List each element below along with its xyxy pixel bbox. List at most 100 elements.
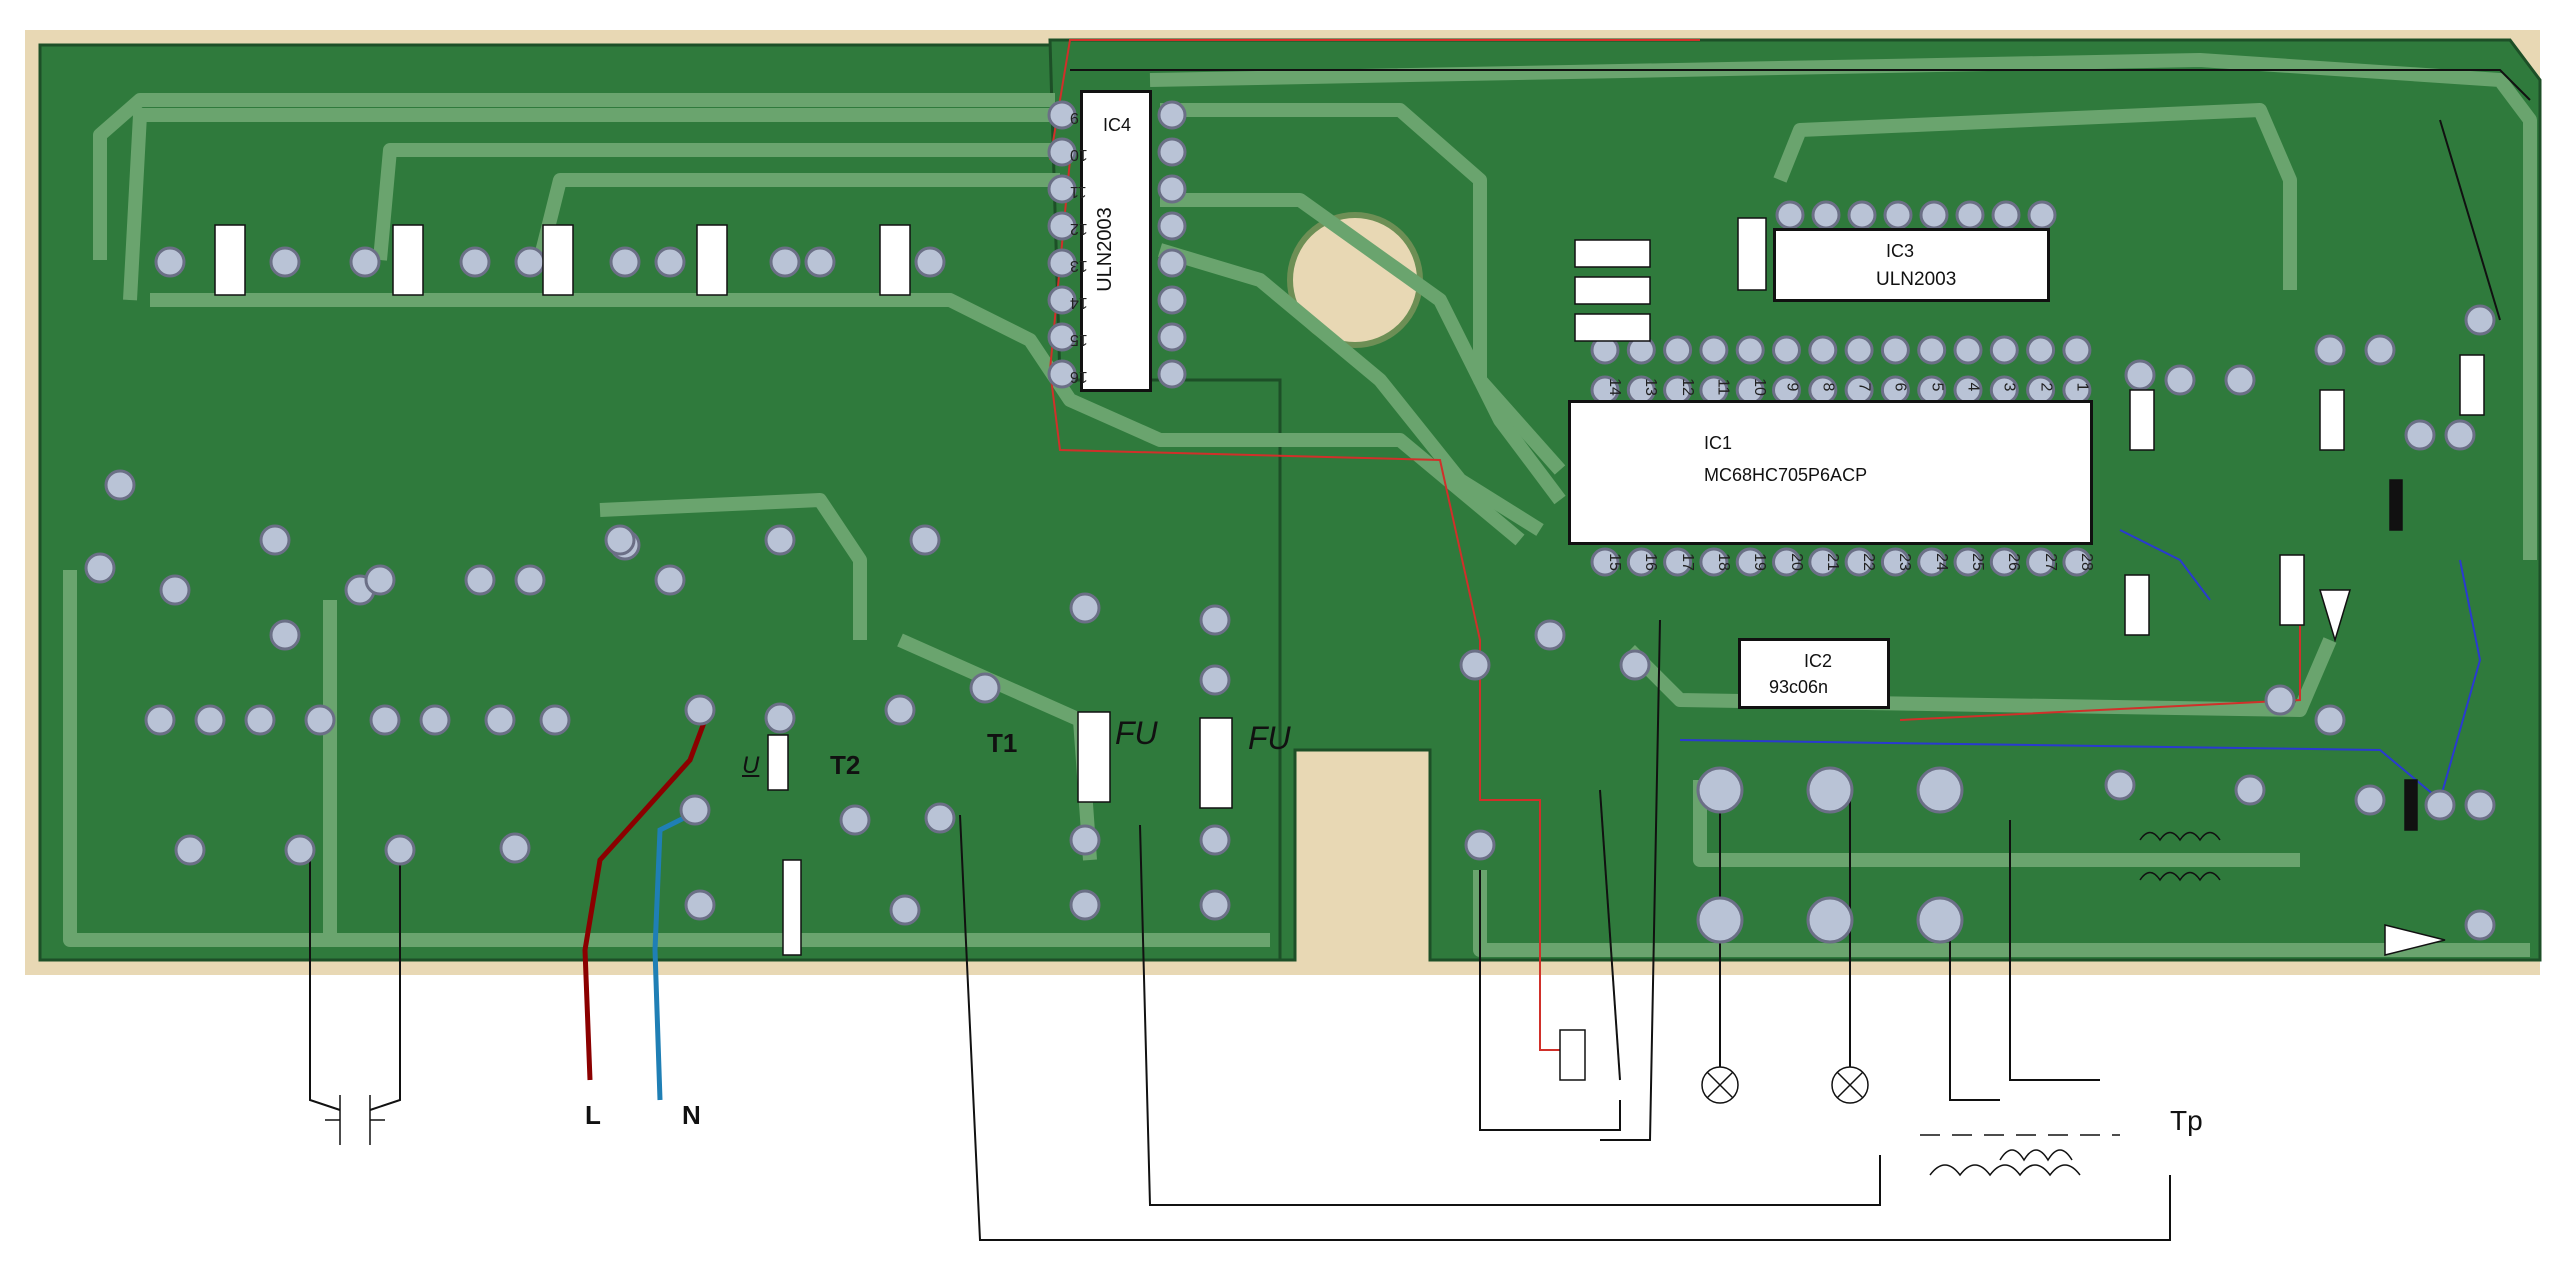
solder-pad	[769, 246, 801, 278]
resistor	[1574, 276, 1651, 305]
solder-pad	[2314, 704, 2346, 736]
solder-pad	[1199, 824, 1231, 856]
capacitor	[2389, 479, 2403, 531]
solder-pad	[839, 804, 871, 836]
solder-pad	[1626, 547, 1656, 577]
solder-pad	[269, 246, 301, 278]
solder-pad	[1811, 200, 1841, 230]
solder-pad	[1880, 335, 1910, 365]
ic2-chip: IC2 93c06n	[1738, 638, 1890, 709]
label-t2: T2	[830, 750, 861, 780]
solder-pad	[1955, 200, 1985, 230]
ic1-chip: IC1 MC68HC705P6ACP	[1568, 400, 2093, 545]
solder-pad	[1157, 322, 1187, 352]
solder-pad	[1880, 547, 1910, 577]
solder-pad	[2026, 547, 2056, 577]
solder-pad	[1699, 547, 1729, 577]
solder-pad	[1157, 211, 1187, 241]
neutral-wire	[652, 812, 692, 1101]
ic1-ref: IC1	[1704, 433, 1733, 453]
pin-number: 5	[1928, 382, 1946, 392]
solder-pad	[2364, 334, 2396, 366]
resistor	[2279, 554, 2305, 626]
solder-pad	[1775, 200, 1805, 230]
resistor	[2319, 389, 2345, 451]
solder-pad	[1844, 335, 1874, 365]
solder-pad	[1157, 285, 1187, 315]
solder-pad	[1917, 547, 1947, 577]
pin-number: 16	[1642, 553, 1660, 571]
solder-pad	[1047, 322, 1077, 352]
pin-number: 9	[1782, 382, 1800, 392]
solder-pad	[304, 704, 336, 736]
solder-pad	[1047, 100, 1077, 130]
solder-pad	[884, 694, 916, 726]
solder-pad	[1047, 211, 1077, 241]
solder-pad	[284, 834, 316, 866]
solder-pad	[419, 704, 451, 736]
solder-pad	[2404, 419, 2436, 451]
solder-pad	[1069, 889, 1101, 921]
solder-pad	[1047, 359, 1077, 389]
pin-number: 3	[2000, 382, 2018, 392]
ic4-chip: IC4 ULN2003	[1080, 90, 1152, 392]
pin-number: 13	[1642, 378, 1660, 396]
solder-pad	[484, 704, 516, 736]
solder-pad	[259, 524, 291, 556]
solder-pad	[194, 704, 226, 736]
ic4-ref: IC4	[1103, 115, 1132, 135]
solder-pad	[2314, 334, 2346, 366]
pin-number: 9	[1070, 109, 1079, 126]
pin-number: 15	[1070, 331, 1088, 348]
capacitor	[782, 859, 802, 956]
solder-pad	[154, 246, 186, 278]
solder-pad	[889, 894, 921, 926]
label-transformer: Tp	[2170, 1105, 2203, 1136]
solder-pad	[1699, 335, 1729, 365]
ic1-part: MC68HC705P6ACP	[1704, 465, 1868, 485]
resistor	[1574, 239, 1651, 268]
pin-number: 14	[1605, 378, 1623, 396]
ic4-part: ULN2003	[1093, 207, 1116, 292]
solder-pad	[2062, 335, 2092, 365]
line-wire	[582, 719, 708, 1081]
solder-pad	[1157, 137, 1187, 167]
solder-pad	[1157, 174, 1187, 204]
solder-pad	[1808, 335, 1838, 365]
solder-pad	[384, 834, 416, 866]
pin-number: 13	[1070, 257, 1088, 274]
solder-pad	[1953, 547, 1983, 577]
solder-pad	[174, 834, 206, 866]
label-fu1: FU	[1115, 715, 1158, 751]
pin-number: 2	[2037, 382, 2055, 392]
solder-pad	[1991, 200, 2021, 230]
solder-pad	[2027, 200, 2057, 230]
solder-pad	[1663, 335, 1693, 365]
solder-pad	[1590, 547, 1620, 577]
solder-pad	[364, 564, 396, 596]
solder-pad	[1157, 248, 1187, 278]
solder-pad	[1917, 335, 1947, 365]
pin-number: 27	[2041, 553, 2059, 571]
pin-number: 11	[1070, 183, 1087, 200]
solder-pad	[804, 246, 836, 278]
solder-pad	[514, 246, 546, 278]
solder-pad	[1883, 200, 1913, 230]
solder-pad	[2124, 359, 2156, 391]
resistor	[696, 224, 728, 296]
pin-number: 1	[2073, 382, 2091, 392]
pin-number: 8	[1819, 382, 1837, 392]
pin-number: 25	[1968, 553, 1986, 571]
schematic-wires	[309, 69, 2531, 1241]
solder-pad	[684, 889, 716, 921]
solder-pad	[144, 704, 176, 736]
ic2-ref: IC2	[1804, 651, 1833, 671]
label-line: L	[585, 1100, 601, 1130]
solder-pad	[604, 524, 636, 556]
solder-pad	[2464, 304, 2496, 336]
pin-number: 19	[1751, 553, 1769, 571]
solder-pad	[1459, 649, 1491, 681]
solder-pad	[1619, 649, 1651, 681]
solder-pad	[2444, 419, 2476, 451]
